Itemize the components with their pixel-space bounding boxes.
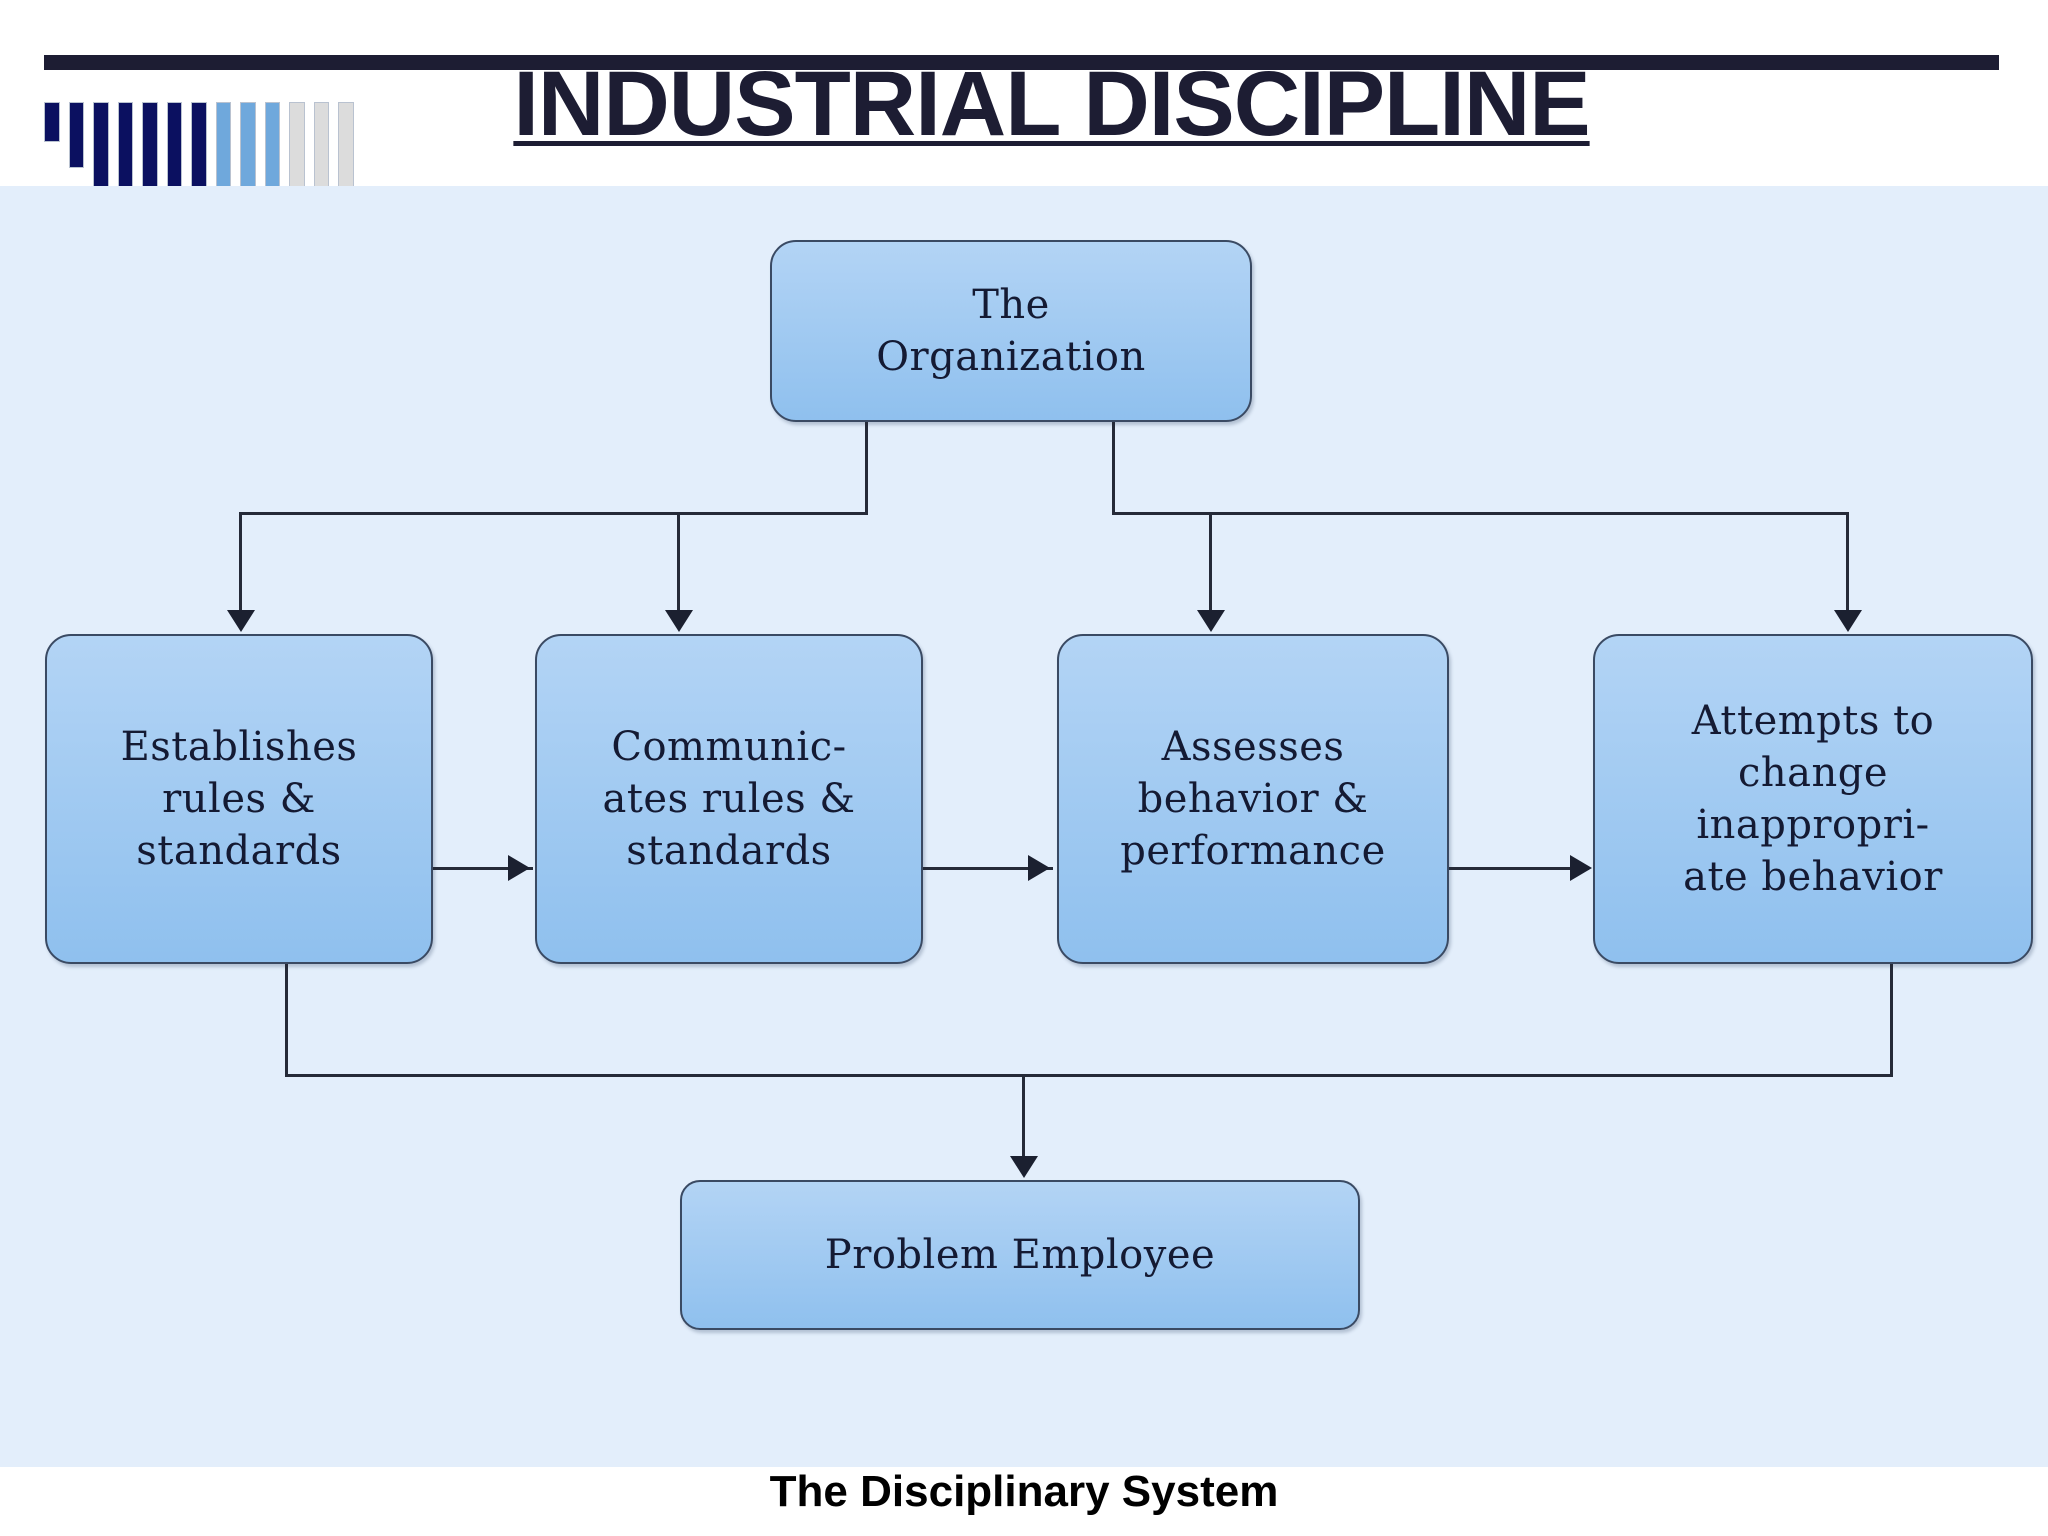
- arrow-right-communicates-to-assesses: [1028, 855, 1050, 881]
- node-communicates-rules[interactable]: Communic-ates rules &standards: [535, 634, 923, 964]
- node-communicates-rules-label: Communic-ates rules &standards: [602, 724, 856, 874]
- logo-bar-13: [338, 102, 354, 188]
- connector-establishes-to-communicates: [433, 867, 533, 870]
- arrow-down-assesses: [1197, 610, 1225, 632]
- logo-bar-5: [142, 102, 158, 188]
- connector-root-bus-right: [1112, 512, 1849, 515]
- connector-communicates-to-assesses: [923, 867, 1053, 870]
- logo-bar-7: [191, 102, 207, 188]
- node-problem-employee-label: Problem Employee: [824, 1232, 1216, 1278]
- logo-bar-8: [215, 102, 232, 188]
- arrow-down-establishes: [227, 610, 255, 632]
- connector-drop-establishes: [239, 512, 242, 610]
- connector-drop-assesses: [1209, 512, 1212, 610]
- header-rule: [44, 55, 1999, 70]
- figure-caption: The Disciplinary System: [769, 1467, 1279, 1516]
- connector-drop-attempts: [1846, 512, 1849, 610]
- logo-bar-2: [68, 102, 85, 168]
- logo-bar-11: [289, 102, 305, 188]
- logo-bar-1: [44, 102, 60, 142]
- arrow-right-assesses-to-attempts: [1570, 855, 1592, 881]
- arrow-down-problem-employee: [1010, 1156, 1038, 1178]
- connector-assesses-to-attempts: [1449, 867, 1589, 870]
- connector-drop-communicates: [677, 512, 680, 610]
- connector-feedback-left-stem: [285, 964, 288, 1074]
- connector-root-bus-left: [239, 512, 868, 515]
- logo-bar-4: [117, 102, 134, 188]
- logo-bar-9: [240, 102, 256, 188]
- connector-feedback-drop: [1022, 1074, 1025, 1156]
- slide-header: INDUSTRIAL DISCIPLINE: [0, 0, 2048, 188]
- logo-bar-10: [264, 102, 281, 188]
- arrow-right-establishes-to-communicates: [508, 855, 530, 881]
- connector-root-right-stem: [1112, 422, 1115, 512]
- connector-feedback-bus: [285, 1074, 1893, 1077]
- page-title: INDUSTRIAL DISCIPLINE: [513, 53, 1590, 155]
- logo-bar-6: [166, 102, 183, 188]
- logo-bar-12: [313, 102, 330, 188]
- connector-root-left-stem: [865, 422, 868, 512]
- arrow-down-attempts: [1834, 610, 1862, 632]
- node-problem-employee[interactable]: Problem Employee: [680, 1180, 1360, 1330]
- logo-bar-3: [93, 102, 109, 188]
- arrow-down-communicates: [665, 610, 693, 632]
- connector-feedback-right-stem: [1890, 964, 1893, 1074]
- barcode-logo: [44, 102, 354, 188]
